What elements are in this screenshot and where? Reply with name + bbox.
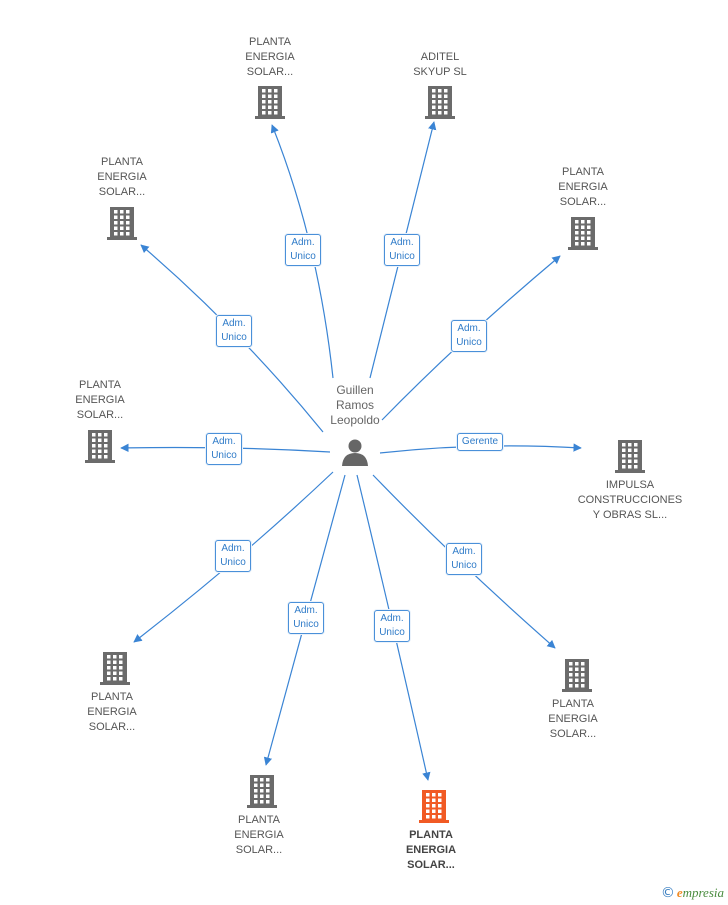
- person-name-label[interactable]: Guillen Ramos Leopoldo: [330, 383, 380, 427]
- edge-role-label[interactable]: Adm. Unico: [215, 540, 251, 572]
- company-label[interactable]: PLANTA ENERGIA SOLAR...: [245, 36, 295, 78]
- building-icon[interactable]: [615, 440, 645, 473]
- edge-role-label[interactable]: Adm. Unico: [384, 234, 420, 266]
- edge-role-label[interactable]: Adm. Unico: [288, 602, 324, 634]
- edge-role-label[interactable]: Adm. Unico: [451, 320, 487, 352]
- brand-logo-text: mpresia: [682, 885, 724, 900]
- edge-role-label[interactable]: Adm. Unico: [446, 543, 482, 575]
- company-label[interactable]: ADITEL SKYUP SL: [413, 51, 467, 78]
- company-label[interactable]: PLANTA ENERGIA SOLAR...: [548, 698, 598, 740]
- company-label[interactable]: IMPULSA CONSTRUCCIONES Y OBRAS SL...: [577, 479, 683, 521]
- building-icon[interactable]: [568, 217, 598, 250]
- edge-role-label[interactable]: Adm. Unico: [206, 433, 242, 465]
- building-icon[interactable]: [255, 86, 285, 119]
- highlighted-building-icon[interactable]: [419, 790, 449, 823]
- company-label[interactable]: PLANTA ENERGIA SOLAR...: [97, 156, 147, 198]
- building-icon[interactable]: [247, 775, 277, 808]
- edge-role-label[interactable]: Adm. Unico: [285, 234, 321, 266]
- company-label[interactable]: PLANTA ENERGIA SOLAR...: [87, 691, 137, 733]
- company-label[interactable]: PLANTA ENERGIA SOLAR...: [75, 379, 125, 421]
- building-icon[interactable]: [107, 207, 137, 240]
- copyright-icon: ©: [660, 885, 675, 901]
- edge-role-label[interactable]: Adm. Unico: [374, 610, 410, 642]
- building-icon[interactable]: [85, 430, 115, 463]
- edge-role-label[interactable]: Adm. Unico: [216, 315, 252, 347]
- company-label[interactable]: PLANTA ENERGIA SOLAR...: [234, 814, 284, 856]
- building-icon[interactable]: [562, 659, 592, 692]
- brand-logo-letter: e: [676, 885, 683, 900]
- person-icon[interactable]: [342, 439, 368, 467]
- brand-footer: ©empresia: [661, 885, 724, 901]
- company-label[interactable]: PLANTA ENERGIA SOLAR...: [558, 166, 608, 208]
- edge-role-label[interactable]: Gerente: [456, 433, 504, 451]
- building-icon[interactable]: [425, 86, 455, 119]
- building-icon[interactable]: [100, 652, 130, 685]
- company-label[interactable]: PLANTA ENERGIA SOLAR...: [405, 829, 457, 871]
